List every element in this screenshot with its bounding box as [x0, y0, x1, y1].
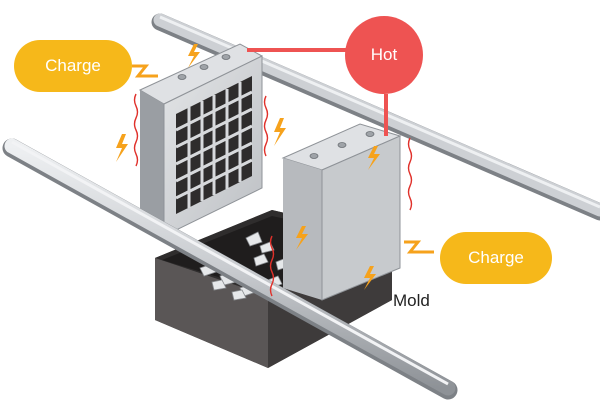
hot-connector-lines	[247, 48, 388, 136]
hot-label: Hot	[370, 45, 398, 64]
charge-label-left: Charge	[45, 56, 101, 75]
cavity-grid	[175, 82, 253, 208]
charge-label-right: Charge	[468, 248, 524, 267]
lower-guide-rod	[2, 138, 458, 400]
mold-label: Mold	[393, 291, 430, 310]
lightning-bolt-icons	[116, 44, 380, 290]
ejected-parts	[199, 231, 291, 301]
hot-badge: Hot	[345, 16, 423, 94]
charge-badge-right: Charge	[440, 232, 552, 284]
heat-wave-icons	[133, 93, 413, 297]
charge-badge-left: Charge	[14, 40, 132, 92]
mold-half-left	[138, 43, 264, 237]
charge-zigzag-icons	[132, 64, 434, 254]
mold-half-right	[281, 123, 402, 301]
